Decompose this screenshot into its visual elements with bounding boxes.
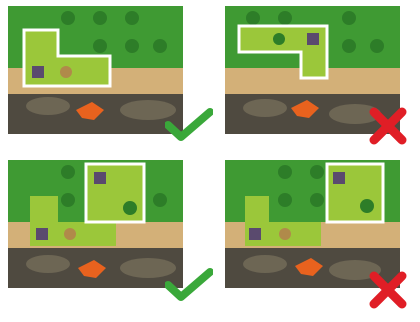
board-scene [8,160,183,288]
board-scene [225,160,400,288]
checkmark-icon [165,268,213,302]
example-panel-bottom-right [225,160,400,288]
cross-icon [368,270,408,310]
example-panel-bottom-left [8,160,183,288]
cross-icon [368,106,408,146]
example-panel-top-left [8,6,183,134]
board-scene [8,6,183,134]
checkmark-icon [165,108,213,142]
